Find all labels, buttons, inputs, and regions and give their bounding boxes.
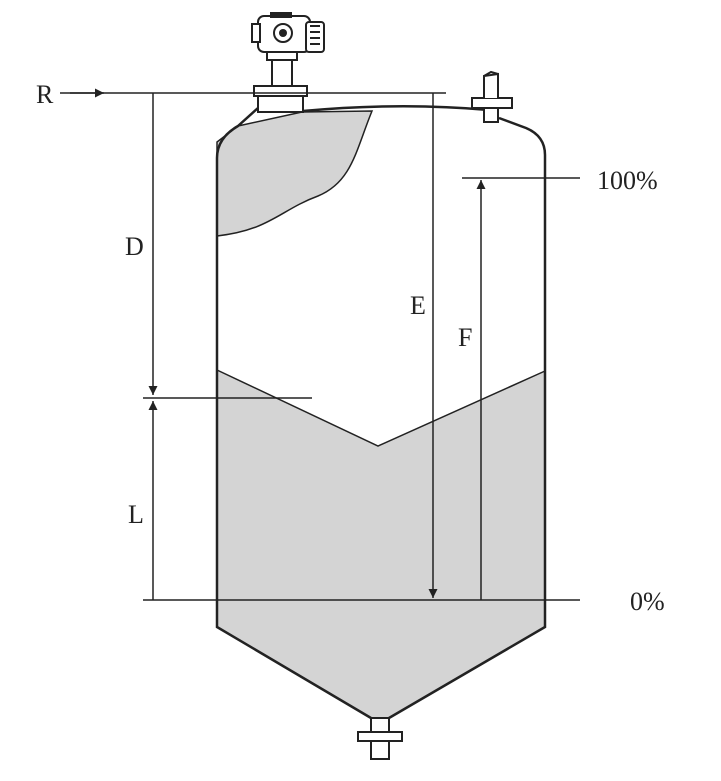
label-empty-percent: 0% xyxy=(630,587,665,616)
roof-vent-nozzle xyxy=(471,70,513,123)
label-empty-distance: E xyxy=(410,291,426,320)
label-level: L xyxy=(128,500,144,529)
bulk-surface-line xyxy=(216,369,546,447)
sensor-flange xyxy=(253,85,308,97)
silo-outline xyxy=(215,107,547,720)
label-reference: R xyxy=(36,80,54,109)
silo-roof xyxy=(302,105,490,113)
sensor-nozzle xyxy=(257,95,304,113)
radar-transmitter xyxy=(251,12,325,87)
label-full-percent: 100% xyxy=(597,166,658,195)
bulk-material-fill xyxy=(217,370,545,718)
outlet-nozzle xyxy=(357,717,403,760)
label-full-span: F xyxy=(458,323,472,352)
label-distance: D xyxy=(125,232,144,261)
wall-buildup-fill xyxy=(216,110,374,237)
